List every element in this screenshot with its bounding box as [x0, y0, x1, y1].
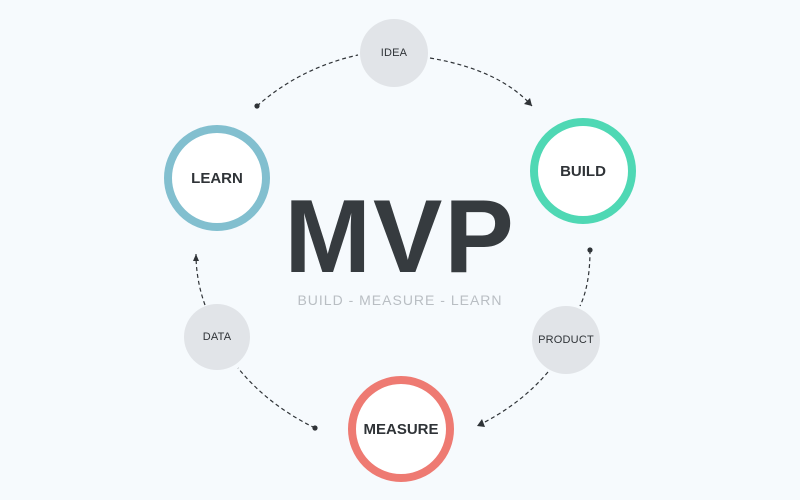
connector-idea-build — [429, 57, 533, 107]
product-node: PRODUCT — [532, 306, 600, 374]
dot-learn-start — [254, 103, 260, 109]
data-label: DATA — [202, 331, 232, 343]
measure-label: MEASURE — [363, 420, 439, 438]
arrowhead-build — [524, 98, 532, 106]
connector-measure-data — [237, 367, 316, 429]
build-label: BUILD — [560, 162, 606, 180]
product-label: PRODUCT — [538, 334, 594, 346]
idea-node: IDEA — [360, 19, 428, 87]
learn-label: LEARN — [191, 169, 243, 187]
data-node: DATA — [184, 304, 250, 370]
dot-measure-start — [312, 425, 318, 431]
arrowhead-measure — [477, 419, 485, 427]
idea-label: IDEA — [380, 47, 408, 59]
dot-build-start — [587, 247, 593, 253]
connector-learn-idea — [256, 54, 359, 107]
connector-product-measure — [476, 371, 549, 427]
diagram-subtitle: BUILD - MEASURE - LEARN — [297, 292, 503, 308]
connector-data-learn — [195, 253, 206, 306]
arrowhead-learn — [193, 254, 199, 261]
measure-node: MEASURE — [348, 376, 454, 482]
build-node: BUILD — [530, 118, 636, 224]
connector-build-product — [579, 249, 591, 307]
diagram-title: MVP — [284, 179, 516, 295]
learn-node: LEARN — [164, 125, 270, 231]
